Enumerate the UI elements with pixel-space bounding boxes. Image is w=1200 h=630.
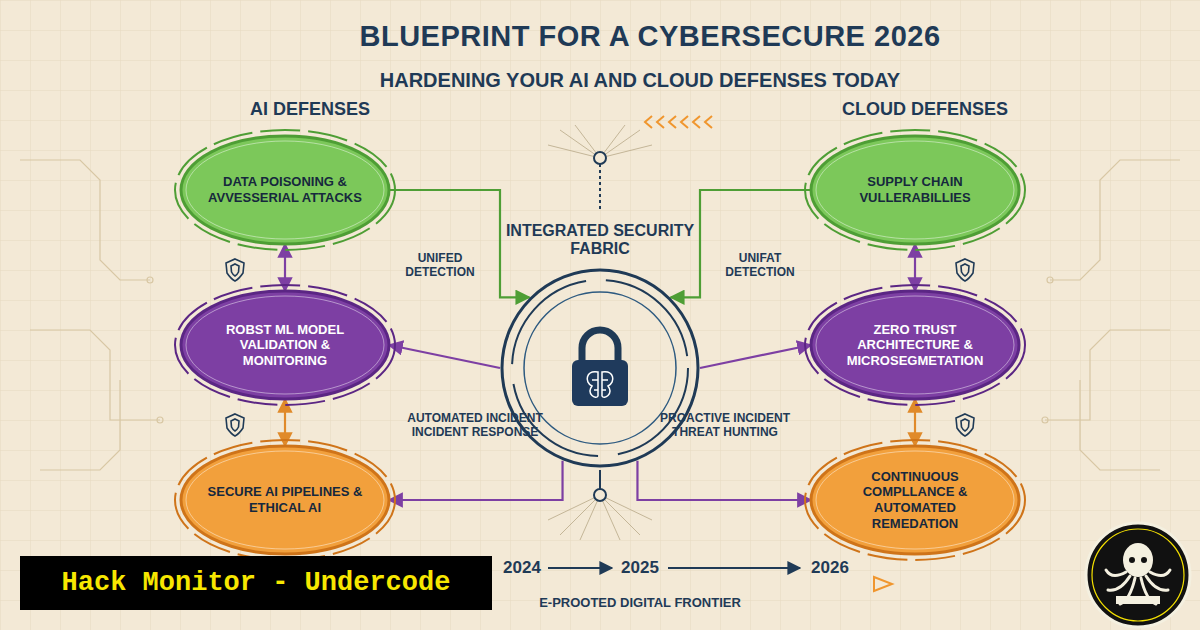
lock-shackle	[582, 330, 618, 362]
node-text-box: INTEGRATED SECURITY FABRIC	[500, 222, 700, 259]
hub-title: INTEGRATED SECURITY FABRIC	[500, 222, 700, 259]
connector-arrow	[389, 345, 500, 368]
outer-ring	[805, 130, 1025, 250]
year-label: 2026	[800, 558, 860, 578]
outer-ring	[175, 440, 395, 560]
topic-circle: SECURE AI PIPELINES & ETHICAL AI	[181, 446, 389, 554]
connector-arrow	[637, 461, 811, 500]
topic-circle: SUPPLY CHAIN VULLERABILLIES	[811, 136, 1019, 244]
connector-arrow	[389, 190, 529, 297]
circle-fill	[811, 446, 1019, 554]
year-label: 2024	[492, 558, 552, 578]
node-text-box: ZERO TRUST ARCHITECTURE & MICROSEGMETATI…	[837, 322, 993, 369]
outer-ring	[805, 440, 1025, 560]
brain-icon	[587, 372, 613, 397]
connector-arrow	[284, 399, 286, 446]
connector-arrow	[389, 461, 563, 500]
node-text-box: DATA POISONING & AVVESSERIAL ATTACKS	[207, 174, 363, 205]
node-text-box: ROBST ML MODEL VALIDATION & MONITORING	[207, 322, 363, 369]
inner-ring	[816, 296, 1014, 394]
ring	[512, 280, 688, 456]
flow-label: PROACTIVE INCIDENT THREAT HUNTING	[655, 411, 795, 440]
octopus-logo	[1086, 523, 1190, 627]
subtitle: HARDENING YOUR AI AND CLOUD DEFENSES TOD…	[190, 68, 1090, 92]
circle-fill	[811, 291, 1019, 399]
circle-fill	[181, 291, 389, 399]
outer-ring	[175, 285, 395, 405]
flow-label: AUTOMATED INCIDENT INCIDENT RESPONSE	[405, 411, 545, 440]
circle-fill	[811, 136, 1019, 244]
chevrons	[645, 116, 712, 128]
topic-circle: ROBST ML MODEL VALIDATION & MONITORING	[181, 291, 389, 399]
topic-circle: CONTINUOUS COMPLLANCE & AUTOMATED REMEDA…	[811, 446, 1019, 554]
title: BLUEPRINT FOR A CYBERSECURE 2026	[100, 20, 1200, 53]
connector-arrow	[671, 190, 811, 297]
inner-ring	[816, 141, 1014, 239]
watermark: Hack Monitor - Undercode	[20, 556, 492, 610]
node-text-box: SECURE AI PIPELINES & ETHICAL AI	[207, 484, 363, 515]
inner-ring	[186, 451, 384, 549]
inner-ring	[816, 451, 1014, 549]
connector-arrow	[914, 399, 916, 446]
topic-label: ROBST ML MODEL VALIDATION & MONITORING	[207, 322, 363, 369]
topic-circle: ZERO TRUST ARCHITECTURE & MICROSEGMETATI…	[811, 291, 1019, 399]
caption-text: E-PROOTED DIGITAL FRONTIER	[510, 595, 770, 611]
circle-fill	[181, 136, 389, 244]
node-text-box: CONTINUOUS COMPLLANCE & AUTOMATED REMEDA…	[837, 469, 993, 531]
topic-label: CONTINUOUS COMPLLANCE & AUTOMATED REMEDA…	[837, 469, 993, 531]
connector-arrow	[284, 244, 286, 291]
node-text-box: SUPPLY CHAIN VULLERABILLIES	[837, 174, 993, 205]
inner-ring	[186, 141, 384, 239]
ring	[524, 292, 676, 444]
topic-circle: DATA POISONING & AVVESSERIAL ATTACKS	[181, 136, 389, 244]
flow-label: UNIFAT DETECTION	[710, 251, 810, 280]
topic-label: SUPPLY CHAIN VULLERABILLIES	[837, 174, 993, 205]
lock-body	[572, 360, 628, 406]
topic-label: DATA POISONING & AVVESSERIAL ATTACKS	[207, 174, 363, 205]
inner-ring	[186, 296, 384, 394]
topic-label: SECURE AI PIPELINES & ETHICAL AI	[207, 484, 363, 515]
column-heading: CLOUD DEFENSES	[795, 99, 1055, 121]
year-label: 2025	[610, 558, 670, 578]
outer-ring	[175, 130, 395, 250]
connector-arrow	[914, 244, 916, 291]
column-heading: AI DEFENSES	[190, 99, 430, 121]
circle-fill	[181, 446, 389, 554]
outer-ring	[805, 285, 1025, 405]
flow-label: UNIFED DETECTION	[390, 251, 490, 280]
connector-arrow	[700, 345, 811, 368]
topic-label: ZERO TRUST ARCHITECTURE & MICROSEGMETATI…	[837, 322, 993, 369]
